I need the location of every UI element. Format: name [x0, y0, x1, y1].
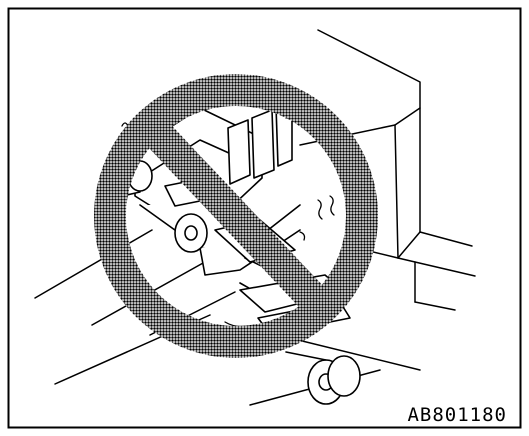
- figure-code: AB801180: [407, 404, 507, 426]
- prohibition-ring: [94, 74, 378, 358]
- prohibition-slash: [140, 117, 334, 319]
- figure-frame: [7, 7, 522, 429]
- prohibition-sign: [94, 74, 378, 358]
